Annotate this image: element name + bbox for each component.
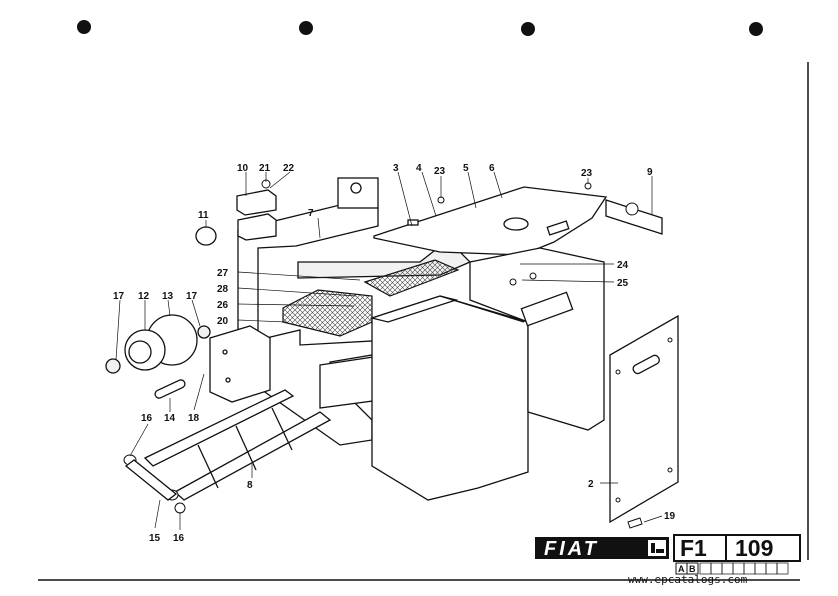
callout-24: 24 xyxy=(617,260,629,271)
bearing-cap xyxy=(236,189,277,216)
bearing-housing-front xyxy=(209,325,271,403)
callout-13: 13 xyxy=(162,291,174,302)
callout-6: 6 xyxy=(489,163,495,174)
callout-10: 10 xyxy=(237,163,249,174)
callout-26: 26 xyxy=(217,300,229,311)
callout-14: 14 xyxy=(164,413,176,424)
pin xyxy=(154,379,186,399)
side-housing xyxy=(469,247,605,431)
bolt xyxy=(627,517,643,529)
callout-20: 20 xyxy=(217,316,229,327)
page-number: 109 xyxy=(735,535,773,561)
bushing xyxy=(195,226,217,246)
callout-7: 7 xyxy=(308,208,314,219)
group-code: F1 xyxy=(680,535,707,561)
page-number-box xyxy=(725,534,801,562)
side-bracket xyxy=(605,199,663,235)
callout-23: 23 xyxy=(434,166,446,177)
group-code-box xyxy=(673,534,727,562)
watermark-cells xyxy=(699,562,789,575)
variant-a: A xyxy=(678,564,685,574)
callout-11: 11 xyxy=(198,210,209,221)
callout-25: 25 xyxy=(617,278,629,289)
binder-hole xyxy=(77,20,91,34)
callout-12: 12 xyxy=(138,291,150,302)
variant-b: B xyxy=(689,564,696,574)
callout-3: 3 xyxy=(393,163,399,174)
ladder-frame xyxy=(143,389,295,467)
callout-19: 19 xyxy=(664,511,676,522)
fiat-logo-text: FIAT xyxy=(544,538,599,560)
callout-18: 18 xyxy=(188,413,200,424)
callout-8: 8 xyxy=(247,480,253,491)
callout-16: 16 xyxy=(141,413,153,424)
variant-box-b xyxy=(686,562,699,575)
binder-hole xyxy=(749,22,763,36)
mesh-screen-upper xyxy=(363,259,460,297)
callout-22: 22 xyxy=(283,163,295,174)
callout-21: 21 xyxy=(259,163,271,174)
top-cover-plate xyxy=(373,186,608,256)
side-panel xyxy=(609,314,679,524)
fiat-logo: FIAT xyxy=(535,537,669,560)
callout-17: 17 xyxy=(186,291,198,302)
binder-hole xyxy=(299,21,313,35)
callout-9: 9 xyxy=(647,167,653,178)
callout-27: 27 xyxy=(217,268,229,279)
callout-23: 23 xyxy=(581,168,593,179)
callout-4: 4 xyxy=(416,163,422,174)
bearing-cap-lower xyxy=(237,213,277,241)
callout-17: 17 xyxy=(113,291,125,302)
callout-16: 16 xyxy=(173,533,185,544)
roller xyxy=(124,459,178,501)
watermark: www.epcatalogs.com xyxy=(628,573,748,586)
callout-2: 2 xyxy=(588,479,594,490)
callout-5: 5 xyxy=(463,163,469,174)
binder-hole xyxy=(521,22,535,36)
callout-15: 15 xyxy=(149,533,161,544)
front-housing xyxy=(371,295,529,501)
callout-28: 28 xyxy=(217,284,229,295)
mesh-screen-lower xyxy=(282,289,373,337)
